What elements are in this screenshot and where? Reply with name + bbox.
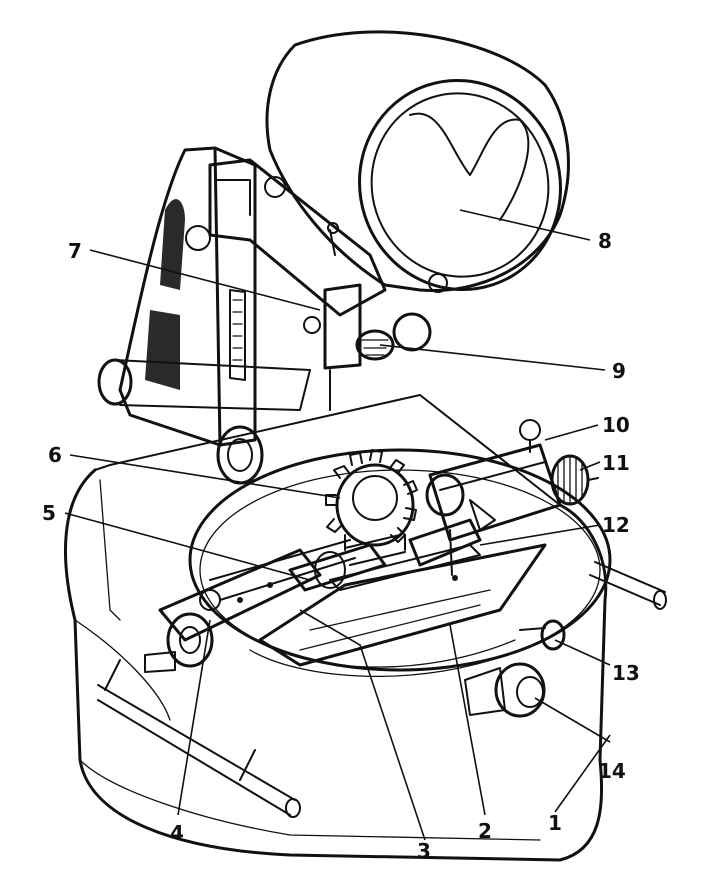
callout-1: 1 (548, 811, 562, 835)
right-slide-assembly (425, 419, 562, 542)
leader-11 (579, 461, 601, 471)
front-handle-rod (97, 659, 301, 818)
head-arm (208, 158, 387, 317)
callout-9: 9 (612, 359, 626, 383)
leader-6 (69, 454, 341, 499)
objective-tube (303, 283, 432, 411)
callout-labels: 1 2 3 4 5 6 7 8 9 10 11 12 13 14 (42, 229, 640, 863)
callout-10: 10 (602, 413, 630, 437)
leader-9 (379, 344, 606, 371)
clamp-12 (408, 518, 482, 581)
leader-4 (177, 619, 211, 816)
leader-1 (554, 734, 611, 813)
cross-slide-carriage (258, 543, 547, 667)
leader-13 (554, 639, 611, 666)
callout-6: 6 (48, 443, 62, 467)
leader-lines (64, 209, 611, 841)
micrometer-head-11 (550, 454, 599, 506)
callout-4: 4 (170, 821, 184, 845)
leader-14 (534, 697, 611, 743)
leader-8 (459, 209, 591, 241)
gear-workpiece (325, 449, 418, 551)
callout-13: 13 (612, 661, 640, 685)
callout-12: 12 (602, 513, 630, 537)
leader-7 (89, 249, 321, 311)
leader-12 (479, 524, 601, 546)
leader-2 (449, 624, 486, 816)
projection-screen-hood (265, 30, 570, 293)
callout-2: 2 (478, 819, 492, 843)
callout-5: 5 (42, 501, 56, 525)
micrometer-13 (519, 619, 566, 651)
callout-3: 3 (417, 839, 431, 863)
center-holder (288, 534, 406, 592)
callout-8: 8 (598, 229, 612, 253)
callout-14: 14 (598, 759, 626, 783)
micrometer-14 (464, 662, 546, 718)
callout-7: 7 (68, 239, 82, 263)
right-side-rod (589, 561, 667, 610)
column-frame (97, 146, 311, 485)
longitudinal-slide (144, 539, 356, 673)
leader-10 (544, 424, 599, 441)
leader-3 (299, 609, 426, 841)
callout-11: 11 (602, 451, 630, 475)
leader-5 (64, 512, 311, 581)
base-housing (63, 394, 608, 862)
